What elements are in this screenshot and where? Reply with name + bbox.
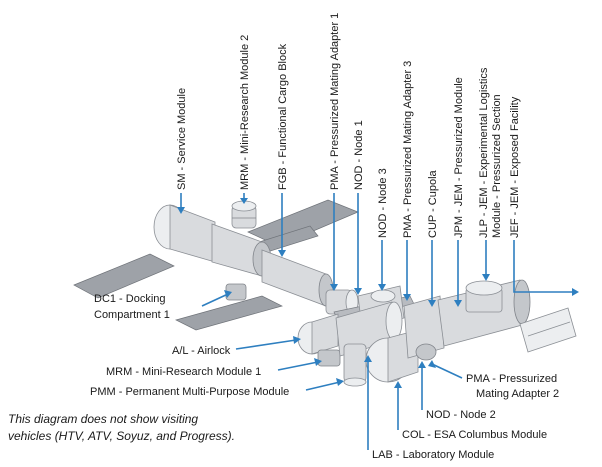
label-col: COL - ESA Columbus Module [402,429,547,441]
label-mrm1: MRM - Mini-Research Module 1 [106,366,261,378]
label-jpm: JPM - JEM - Pressurized Module [453,77,465,238]
label-pma2-line1: PMA - Pressurized [466,373,557,385]
permanent-multi-purpose-module [343,343,367,387]
solar-panel-sm-lower [73,253,175,299]
label-cupola: CUP - Cupola [427,169,439,238]
caption-line-2: vehicles (HTV, ATV, Soyuz, and Progress)… [8,429,235,443]
label-pma2-line2: Mating Adapter 2 [476,388,559,400]
mini-research-module-1 [317,349,341,367]
mini-research-module-2 [231,200,257,229]
jem-logistics-module [465,280,503,313]
label-jef: JEF - JEM - Exposed Facility [509,96,521,238]
label-dc1-line1: DC1 - Docking [94,293,166,305]
airlock [297,313,339,355]
label-node3: NOD - Node 3 [377,168,389,238]
functional-cargo-block [261,249,334,307]
label-jlp-line1: JLP - JEM - Experimental Logistics [478,67,490,238]
label-pmm: PMM - Permanent Multi-Purpose Module [90,386,289,398]
label-fgb: FGB - Functional Cargo Block [277,43,289,190]
label-mrm2: MRM - Mini-Research Module 2 [239,35,251,190]
callout-arrows [177,193,579,450]
label-node2: NOD - Node 2 [426,409,496,421]
jem-exposed-facility [519,307,577,353]
label-airlock: A/L - Airlock [172,345,231,357]
caption-line-1: This diagram does not show visiting [8,412,199,426]
label-lab: LAB - Laboratory Module [372,449,494,461]
node-2 [403,295,445,361]
label-node1: NOD - Node 1 [353,120,365,190]
caption: This diagram does not show visiting vehi… [8,411,308,445]
label-pma3: PMA - Pressurized Mating Adapter 3 [402,61,414,238]
solar-panel-fgb-lower [175,295,283,331]
label-jlp-line2: Module - Pressurized Section [491,94,503,238]
label-pma1: PMA - Pressurized Mating Adapter 1 [329,13,341,190]
label-sm: SM - Service Module [176,88,188,190]
label-dc1-line2: Compartment 1 [94,309,170,321]
